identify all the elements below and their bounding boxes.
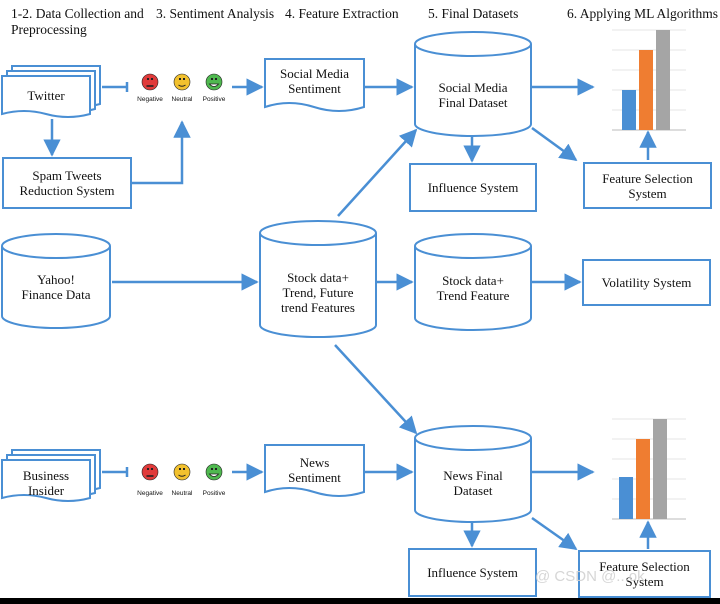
mini-chart-bar (636, 439, 650, 519)
ml-results-chart-news (612, 418, 686, 520)
neutral-face-icon (173, 463, 191, 481)
negative-label: Negative (137, 96, 163, 103)
news-sentiment-label-line2: Sentiment (288, 470, 341, 485)
stock-final-cylinder (414, 246, 532, 331)
yahoo-label-line2: Finance Data (21, 287, 91, 302)
news-dataset-label-line1: News Final (443, 468, 503, 483)
positive-face-icon (205, 463, 223, 481)
arrow-social-to-featsel (531, 126, 578, 162)
twitter-source-label: Twitter (27, 88, 65, 103)
spam-reduction-box: Spam Tweets Reduction System (2, 157, 132, 209)
stock-mid-cylinder-top (259, 220, 377, 246)
yahoo-label-line1: Yahoo! (37, 272, 75, 287)
bottom-border (0, 598, 720, 604)
positive-label-bottom: Positive (202, 490, 226, 497)
mini-chart-bar (622, 90, 636, 130)
negative-face-icon (141, 463, 159, 481)
news-sentiment-doc-shape (264, 444, 365, 497)
yahoo-cylinder-top (1, 233, 111, 259)
influence-system-top-box: Influence System (409, 163, 537, 212)
business-doc-front (1, 459, 91, 502)
feature-selection-bottom-label-line1: Feature Selection (599, 559, 690, 574)
social-sentiment-label-line1: Social Media (280, 66, 349, 81)
neutral-label-bottom: Neutral (171, 490, 193, 497)
feature-selection-top-label-line2: System (628, 185, 667, 201)
stock-final-label-line2: Trend Feature (436, 288, 510, 303)
mini-chart-bar (639, 50, 653, 130)
step-header-collection-line2: Preprocessing (11, 22, 87, 37)
arrow-spam-to-sentiment (132, 120, 191, 185)
neutral-label: Neutral (171, 96, 193, 103)
stock-mid-label-line2: Trend, Future (282, 285, 354, 300)
mini-chart-bar (653, 419, 667, 519)
yahoo-cylinder (1, 246, 111, 329)
arrow-stock-to-social (337, 128, 418, 217)
news-sentiment-label-line1: News (299, 455, 330, 470)
spam-reduction-label-line1: Spam Tweets (32, 168, 102, 183)
feature-selection-bottom-box: Feature Selection System (578, 550, 711, 598)
arrow-news-to-featsel (531, 516, 578, 551)
feature-selection-bottom-label-line2: System (625, 574, 664, 589)
influence-system-bottom-box: Influence System (408, 548, 537, 597)
social-sentiment-doc-shape (264, 58, 365, 112)
step-header-ml: 6. Applying ML Algorithms (567, 6, 719, 21)
social-dataset-cylinder-top (414, 31, 532, 57)
ml-results-chart-social (612, 29, 686, 131)
influence-system-bottom-label: Influence System (427, 565, 518, 580)
stock-final-cylinder-top (414, 233, 532, 259)
positive-label: Positive (202, 96, 226, 103)
feature-selection-top-label-line1: Feature Selection (602, 170, 693, 186)
positive-face-icon (205, 73, 223, 91)
influence-system-top-label: Influence System (427, 180, 519, 195)
step-header-collection: 1-2. Data Collection and (11, 6, 144, 21)
mini-chart-bar (619, 477, 633, 519)
step-header-final: 5. Final Datasets (428, 6, 519, 21)
watermark: @ CSDN @...ok (535, 568, 645, 585)
stock-mid-label-line3: trend Features (280, 300, 355, 315)
twitter-doc-front (1, 75, 91, 118)
social-sentiment-label-line2: Sentiment (288, 81, 341, 96)
stock-final-label-line1: Stock data+ (442, 273, 504, 288)
spam-reduction-label-line2: Reduction System (19, 183, 115, 198)
news-dataset-label-line2: Dataset (453, 483, 493, 498)
feature-selection-top-box: Feature Selection System (583, 162, 712, 209)
business-insider-label-line2: Insider (27, 483, 65, 498)
stock-mid-cylinder (259, 233, 377, 338)
step-header-sentiment: 3. Sentiment Analysis (156, 6, 275, 21)
step-header-feature: 4. Feature Extraction (285, 6, 399, 21)
social-dataset-label-line2: Final Dataset (438, 95, 508, 110)
volatility-system-box: Volatility System (582, 259, 711, 306)
arrow-stock-to-news (334, 344, 418, 435)
news-dataset-cylinder (414, 438, 532, 523)
business-insider-label-line1: Business (22, 468, 70, 483)
negative-label-bottom: Negative (137, 490, 163, 497)
social-dataset-cylinder (414, 44, 532, 137)
negative-face-icon (141, 73, 159, 91)
mini-chart-bar (656, 30, 670, 130)
volatility-system-label: Volatility System (601, 275, 692, 290)
stock-mid-label-line1: Stock data+ (287, 270, 349, 285)
social-dataset-label-line1: Social Media (438, 80, 508, 95)
neutral-face-icon (173, 73, 191, 91)
news-dataset-cylinder-top (414, 425, 532, 451)
